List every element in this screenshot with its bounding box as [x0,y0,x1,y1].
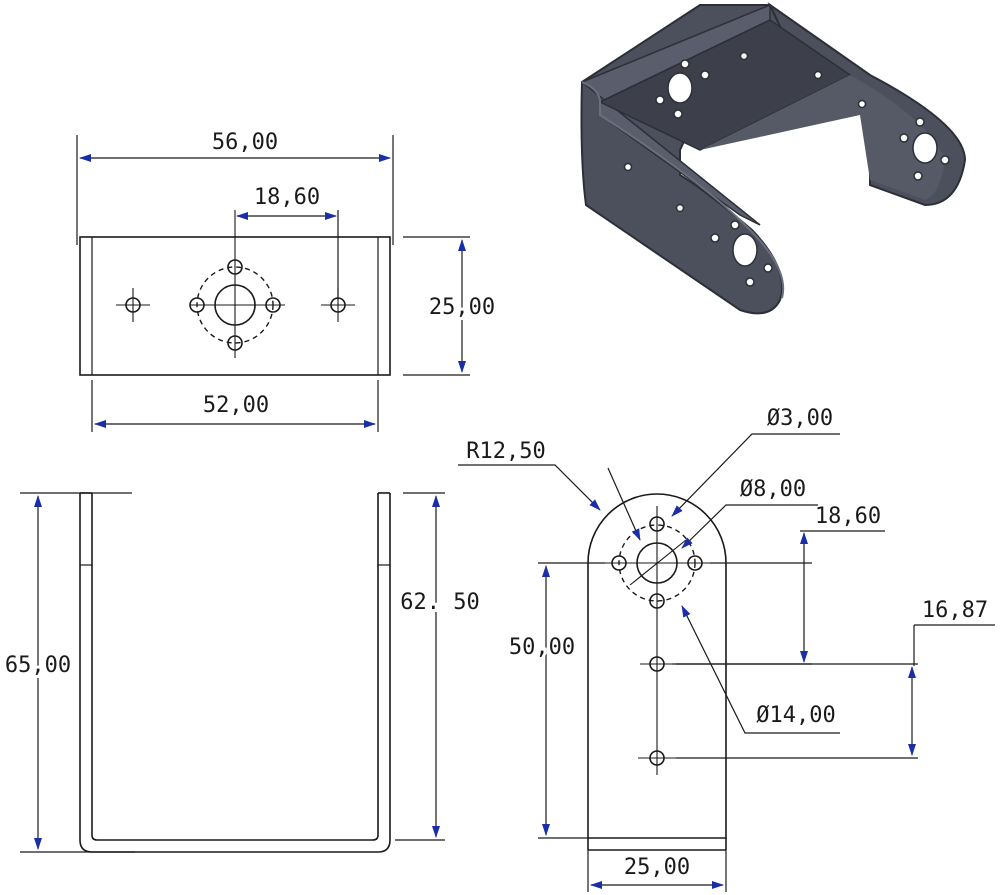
label-end-center-hole-dia: Ø8,00 [740,477,806,502]
label-side-outer-height: 65,00 [5,653,71,678]
label-end-hole-offset: 18,60 [815,504,881,529]
label-top-hole-spacing: 18,60 [254,185,320,210]
end-view-hole-middle [640,656,674,672]
leader-end-small-hole [671,433,840,517]
label-top-overall-width: 56,00 [212,130,278,155]
top-view-center-hole-pattern [189,210,285,358]
label-side-inner-height: 62. 50 [400,590,479,615]
label-top-inner-width: 52,00 [203,393,269,418]
top-view-hole-left [116,288,150,322]
label-end-hole-pitch: 16,87 [922,598,988,623]
end-view-hole-pattern [605,506,710,775]
end-view: R12,50 Ø3,00 Ø8,00 18,60 16,87 50,00 Ø14… [458,406,995,892]
label-end-width: 25,00 [624,855,690,880]
leader-end-center-hole [681,504,818,549]
leader-end-bend-radius [458,464,601,511]
u-bracket-photo-icon [580,2,967,315]
label-end-height: 50,00 [509,635,575,660]
label-end-bolt-circle-dia: Ø14,00 [756,703,835,728]
side-view-inner-profile [91,493,379,841]
top-view: 56,00 18,60 25,00 52,00 [76,130,498,432]
leader-end-bolt-circle [681,605,840,734]
label-end-small-hole-dia: Ø3,00 [767,406,833,431]
end-view-outline [587,493,727,839]
label-end-bend-radius: R12,50 [466,439,545,464]
label-top-height: 25,00 [429,295,495,320]
side-view-outer-profile [79,493,391,853]
side-view: 65,00 62. 50 [2,492,483,853]
end-view-hole-bottom [638,750,676,766]
